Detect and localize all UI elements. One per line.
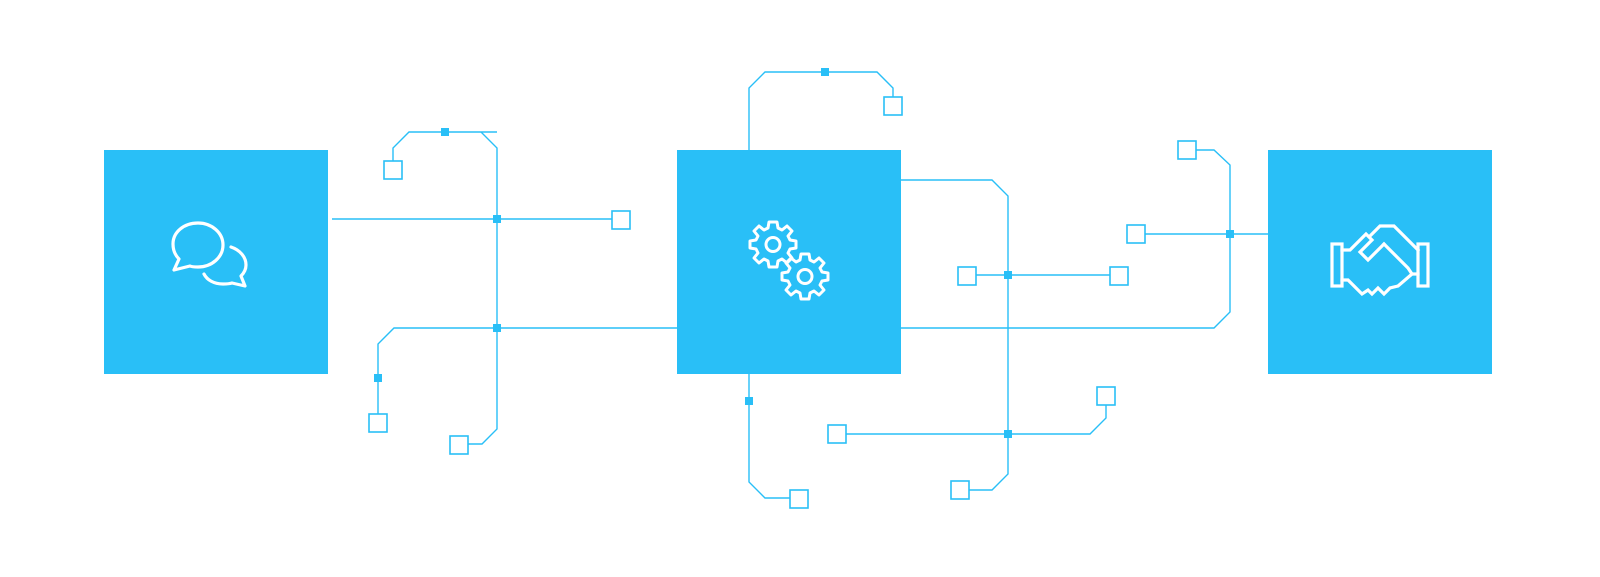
- connector-endpoint: [383, 160, 403, 180]
- connector-endpoint: [827, 424, 847, 444]
- handshake-icon: [1330, 224, 1430, 297]
- connector-endpoint: [883, 96, 903, 116]
- connector-endpoint: [1177, 140, 1197, 160]
- connector-line: [392, 131, 497, 161]
- connector-junction: [1226, 230, 1234, 238]
- connector-junction: [1004, 271, 1012, 279]
- connector-endpoint: [1096, 386, 1116, 406]
- connector-line: [748, 71, 894, 150]
- connector-junction: [493, 215, 501, 223]
- connector-endpoint: [368, 413, 388, 433]
- agreement-node: [1268, 150, 1492, 374]
- connector-endpoint: [950, 480, 970, 500]
- connector-line: [748, 374, 790, 499]
- connector-line: [465, 131, 498, 445]
- connector-junction: [821, 68, 829, 76]
- speech-bubbles-icon: [171, 221, 248, 288]
- process-node: [677, 150, 901, 374]
- connector-junction: [441, 128, 449, 136]
- communication-node: [104, 150, 328, 374]
- connector-endpoint: [957, 266, 977, 286]
- connector-junction: [374, 374, 382, 382]
- connector-junction: [1004, 430, 1012, 438]
- connector-line: [901, 149, 1231, 329]
- connector-junction: [745, 397, 753, 405]
- connector-endpoint: [611, 210, 631, 230]
- connector-junction: [493, 324, 501, 332]
- connector-endpoint: [789, 489, 809, 509]
- connector-line: [377, 327, 677, 414]
- connector-endpoint: [1126, 224, 1146, 244]
- connector-line: [846, 402, 1107, 435]
- connector-line: [901, 179, 1009, 491]
- gears-icon: [748, 220, 830, 301]
- connector-endpoint: [449, 435, 469, 455]
- connector-endpoint: [1109, 266, 1129, 286]
